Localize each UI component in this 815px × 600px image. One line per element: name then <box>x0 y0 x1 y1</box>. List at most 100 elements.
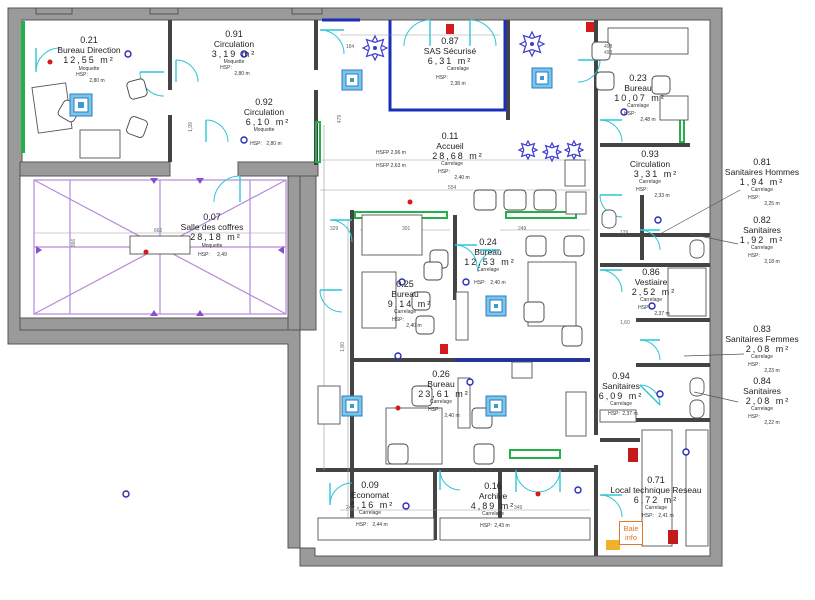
room-area: 4,89 m² <box>470 501 516 511</box>
room-hsp-value: 2,80 m <box>89 78 105 84</box>
room-finish: Carrelage <box>639 179 661 185</box>
room-name: Circulation <box>213 39 255 49</box>
room-hsp: HSP: <box>474 280 486 286</box>
room-area: 12,53 m² <box>464 257 516 267</box>
diffuser <box>341 395 363 417</box>
diffuser <box>531 67 553 89</box>
room-area: 28,18 m² <box>190 232 242 242</box>
room-hsp: HSP: <box>250 141 262 147</box>
room-finish: Carrelage <box>482 511 504 517</box>
room-name: Bureau <box>474 247 502 257</box>
room-area: 6,72 m² <box>633 495 679 505</box>
room-finish: Carrelage <box>751 245 773 251</box>
detector-icon <box>656 390 664 398</box>
room-id: 0.09 <box>361 480 379 490</box>
room-finish: Carrelage <box>645 505 667 511</box>
room-id: 0.25 <box>396 279 414 289</box>
room-name: Sanitaires Hommes <box>724 167 800 177</box>
room-finish: Carrelage <box>751 406 773 412</box>
room-area: 4,16 m² <box>349 500 395 510</box>
room-id: 0.16 <box>484 481 502 491</box>
fan-icon <box>361 34 389 62</box>
room-area: 1,92 m² <box>739 235 785 245</box>
room-name: SAS Sécurisé <box>423 46 477 56</box>
vault-hatch <box>33 178 287 316</box>
room-name: Archive <box>478 491 508 501</box>
safe-marker <box>606 540 620 550</box>
room-id: 0.21 <box>80 35 98 45</box>
room-id: 0.83 <box>753 324 771 334</box>
detector-icon <box>394 352 402 360</box>
room-hsp: HSP: <box>748 362 760 368</box>
dimension-label: 479 <box>337 114 344 124</box>
room-area: 12,55 m² <box>63 55 115 65</box>
dimension-label: 1,99 <box>187 122 194 132</box>
room-finish: Carrelage <box>610 401 632 407</box>
hsfp-label: HSFP 2,63 m <box>376 163 406 169</box>
diffuser <box>69 93 93 117</box>
room-hsp: HSP: <box>392 317 404 323</box>
room-id: 0.07 <box>203 212 221 222</box>
room-name: Bureau <box>624 83 652 93</box>
room-area: 9,14 m² <box>387 299 433 309</box>
ceiling-fans <box>361 30 585 163</box>
room-hsp-value: 2,23 m <box>764 368 780 374</box>
room-hsp-value: 2,40 m <box>490 280 506 286</box>
room-name: Bureau <box>391 289 419 299</box>
room-hsp: HSP: <box>748 195 760 201</box>
detector-icon <box>620 108 628 116</box>
room-id: 0.24 <box>479 237 497 247</box>
fan-icon <box>517 139 539 161</box>
outer-walls <box>7 7 723 567</box>
fire-extinguisher-icon <box>668 530 678 544</box>
room-finish: Carrelage <box>751 354 773 360</box>
dimension-label: 240 <box>346 505 355 511</box>
dimension-label: 184 <box>346 44 355 50</box>
room-area: 6,31 m² <box>427 56 473 66</box>
detector-icon <box>47 59 53 65</box>
room-hsp-value: 2,37 m <box>654 311 670 317</box>
dimension-label: 498 <box>604 50 613 56</box>
alarm-icon <box>407 199 413 205</box>
room-hsp: HSP: <box>436 75 448 81</box>
room-id: 0.23 <box>629 73 647 83</box>
detector-icon <box>124 50 132 58</box>
room-id: 0.94 <box>612 371 630 381</box>
detector-icon <box>122 490 130 498</box>
room-id: 0.81 <box>753 157 771 167</box>
room-hsp: HSP: <box>748 253 760 259</box>
room-finish: Moquette <box>223 59 245 65</box>
detector-icon <box>402 502 410 510</box>
detector-icon <box>682 448 690 456</box>
room-hsp-value: 2,33 m <box>654 193 670 199</box>
dimension-label: 349 <box>514 505 523 511</box>
alarm-panel-icon <box>440 344 448 354</box>
room-name: Salle des coffres <box>180 222 244 232</box>
room-hsp: HSP: <box>642 513 654 519</box>
room-finish: Moquette <box>201 243 223 249</box>
room-name: Bureau Direction <box>57 45 121 55</box>
room-hsp-value: 2,48 m <box>640 117 656 123</box>
fan-icon <box>518 30 546 58</box>
room-hsp: HSP: <box>220 65 232 71</box>
room-finish: Carrelage <box>627 103 649 109</box>
room-id: 0.82 <box>753 215 771 225</box>
room-id: 0.84 <box>753 376 771 386</box>
room-hsp: HSP: <box>480 523 492 529</box>
room-hsp-value: 2,41 m <box>658 513 674 519</box>
room-area: 1,94 m² <box>739 177 785 187</box>
cupboards <box>21 21 685 459</box>
room-finish: Carrelage <box>640 297 662 303</box>
detector-icon <box>398 278 406 286</box>
room-finish: Carrelage <box>441 161 463 167</box>
detector-icon <box>654 216 662 224</box>
room-area: 6,09 m² <box>598 391 644 401</box>
baie-info-tag: Baie info <box>619 521 643 545</box>
alarm-icon <box>535 491 541 497</box>
detector-icon <box>240 50 248 58</box>
room-hsp: HSP: <box>608 411 620 417</box>
diffuser <box>341 69 363 91</box>
room-hsp: HSP: <box>428 407 440 413</box>
dimension-label: 498 <box>604 44 613 50</box>
sas-glass-walls <box>322 18 590 362</box>
